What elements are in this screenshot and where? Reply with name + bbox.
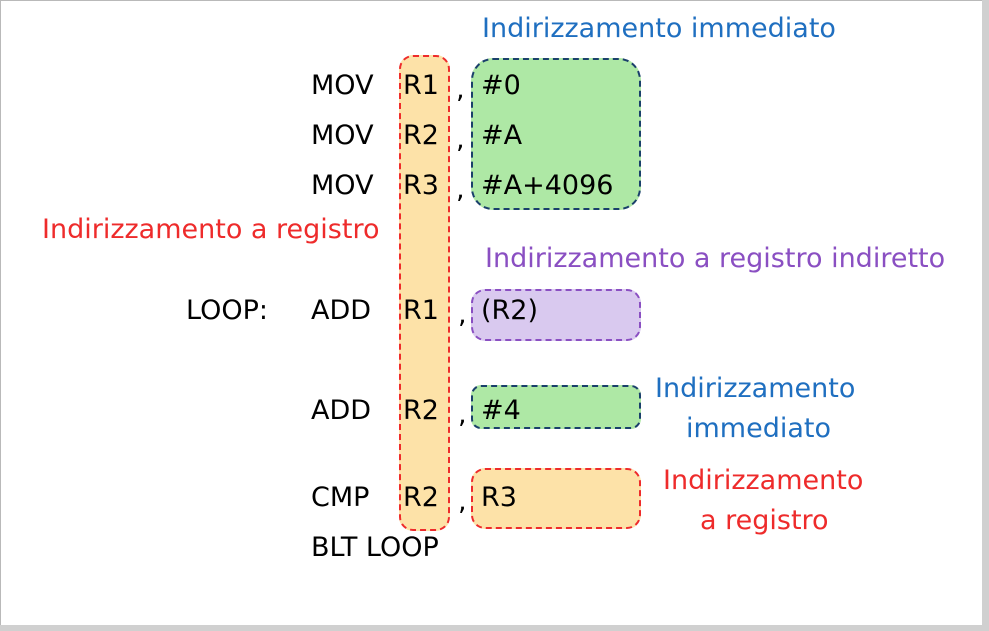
operand-indirect-r2: (R2) <box>481 295 539 326</box>
register-r1-line4: R1 <box>403 295 439 326</box>
opcode-mov-3: MOV <box>311 170 374 201</box>
operand-register-r3: R3 <box>481 482 517 513</box>
comma-line3: , <box>456 174 465 205</box>
opcode-mov-2: MOV <box>311 120 374 151</box>
opcode-add-1: ADD <box>311 295 372 326</box>
operand-imm-4: #4 <box>481 395 521 426</box>
comma-line5: , <box>458 399 467 430</box>
register-operand-box <box>471 468 641 529</box>
slide-shadow-bottom <box>0 625 989 631</box>
label-immediate-top: Indirizzamento immediato <box>482 13 836 44</box>
loop-label: LOOP: <box>186 295 268 326</box>
label-immediate-line1: Indirizzamento <box>655 373 856 404</box>
comma-line2: , <box>456 124 465 155</box>
label-register-line1: Indirizzamento <box>663 465 864 496</box>
register-r2-line5: R2 <box>403 395 439 426</box>
opcode-mov-1: MOV <box>311 70 374 101</box>
comma-line1: , <box>456 74 465 105</box>
label-register-line2: a registro <box>700 505 829 536</box>
branch-blt-loop: BLT LOOP <box>311 532 439 563</box>
label-immediate-line2: immediato <box>686 413 832 444</box>
immediate-operand-box <box>471 385 641 429</box>
opcode-add-2: ADD <box>311 395 372 426</box>
comma-line6: , <box>458 486 467 517</box>
slide-shadow-right <box>982 0 989 631</box>
label-register-left: Indirizzamento a registro <box>42 214 380 245</box>
register-column-box <box>399 55 450 531</box>
register-r2-line2: R2 <box>403 120 439 151</box>
immediate-operands-box <box>471 58 641 210</box>
register-r3-line3: R3 <box>403 170 439 201</box>
operand-imm-0: #0 <box>481 70 521 101</box>
register-r2-line6: R2 <box>403 482 439 513</box>
opcode-cmp: CMP <box>311 482 370 513</box>
register-r1-line1: R1 <box>403 70 439 101</box>
indirect-operand-box <box>471 289 641 341</box>
comma-line4: , <box>458 299 467 330</box>
label-indirect: Indirizzamento a registro indiretto <box>485 243 946 274</box>
operand-imm-a4096: #A+4096 <box>481 170 614 201</box>
operand-imm-a: #A <box>481 120 523 151</box>
